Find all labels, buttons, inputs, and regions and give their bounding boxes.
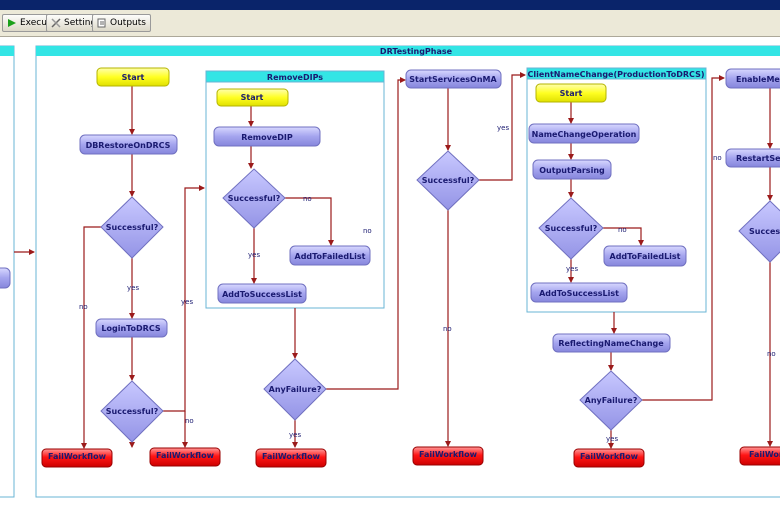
edge-label-yes: yes [127,284,139,292]
edge-label-no: no [713,154,722,162]
dbrestore-label: DBRestoreOnDRCS [86,141,171,150]
addtofailedlist-label: AddToFailedList [610,252,681,261]
failworkflow-node[interactable]: FailWorkflow [412,446,484,466]
removedip-node[interactable]: RemoveDIP [213,126,321,147]
edge-label-yes: yes [497,124,509,132]
edge-label-no: no [79,303,88,311]
toolbar: Execute Settings Outputs [0,10,780,37]
execute-label: Execute [20,18,56,28]
edge-label-yes: yes [248,251,260,259]
failworkflow-label: FailWorkflow [48,452,107,461]
clientnamechange-title: ClientNameChange(ProductionToDRCS) [528,70,705,79]
outputs-icon [97,18,107,28]
failworkflow-label: FailWorkflow [262,452,321,461]
decision-label: Successful? [228,194,281,203]
edge-label-no: no [767,350,776,358]
outputparsing-label: OutputParsing [539,166,605,175]
edge-label-yes: yes [289,431,301,439]
phase-title: DRTestingPhase [380,47,453,56]
edge-label-yes: yes [566,265,578,273]
decision-anyfailure-cnc[interactable]: AnyFailure? [579,370,643,431]
addtosuccesslist-label: AddToSuccessList [539,289,619,298]
enablemedia-label: EnableMedi [736,75,780,84]
addtosuccesslist-node-cnc[interactable]: AddToSuccessList [530,282,628,303]
failworkflow-label: FailWorkflow [156,451,215,460]
edge-label-no: no [303,195,312,203]
decision-anyfailure[interactable]: AnyFailure? [263,358,327,421]
edge-label-no: no [618,226,627,234]
enablemedia-node[interactable]: EnableMedi [725,68,780,89]
workflow-diagram: DRTestingPhase RemoveDIPs ClientNameChan… [0,45,780,498]
window-title-bar [0,0,780,10]
failworkflow-node[interactable]: FailWorkflow [149,447,221,467]
start-node-clientnamechange[interactable]: Start [535,83,607,103]
addtofailedlist-node[interactable]: AddToFailedList [289,245,371,266]
restartservices-node[interactable]: RestartServ [725,148,780,168]
edge-label-yes: yes [606,435,618,443]
addtofailedlist-node-cnc[interactable]: AddToFailedList [603,245,687,267]
settings-icon [51,18,61,28]
restartservices-label: RestartServ [736,154,780,163]
decision-label: Successful? [106,223,159,232]
login-node[interactable]: LoginToDRCS [95,318,168,338]
namechangeoperation-label: NameChangeOperation [532,130,637,139]
edge-label-yes: yes [181,298,193,306]
decision-successful[interactable]: Successful? [100,196,164,259]
login-label: LoginToDRCS [101,324,160,333]
failworkflow-node[interactable]: FailWorkflow [573,448,645,468]
failworkflow-node[interactable]: FailWorkflow [41,448,113,468]
outputparsing-node[interactable]: OutputParsing [532,159,612,180]
failworkflow-node[interactable]: FailWorkflow [255,448,327,468]
decision-label: Successful? [106,407,159,416]
decision-label: Successful? [545,224,598,233]
start-node-removedips[interactable]: Start [216,88,289,107]
decision-successful-cnc[interactable]: Successful? [538,197,604,260]
outputs-button[interactable]: Outputs [92,14,151,32]
edge-label-no: no [185,417,194,425]
reflectingnamechange-node[interactable]: ReflectingNameChange [552,333,671,353]
start-node[interactable]: Start [96,67,170,87]
dbrestore-node[interactable]: DBRestoreOnDRCS [79,134,178,155]
start-node-label: Start [560,89,583,98]
failworkflow-label: FailWorkflow [419,450,478,459]
decision-label: Successful? [422,176,475,185]
failworkflow-node-partial[interactable]: FailWorkflow [739,446,780,466]
edge-label-no: no [443,325,452,333]
start-node-label: Start [122,73,145,82]
addtosuccesslist-label: AddToSuccessList [222,290,302,299]
addtofailedlist-label: AddToFailedList [295,252,366,261]
decision-label: AnyFailure? [585,396,638,405]
workflow-edges [81,72,773,449]
removedips-title: RemoveDIPs [267,73,323,82]
namechangeoperation-node[interactable]: NameChangeOperation [528,123,640,144]
start-node-label: Start [241,93,264,102]
outputs-label: Outputs [110,18,146,28]
reflectingnamechange-label: ReflectingNameChange [558,339,664,348]
startservices-node[interactable]: StartServicesOnMA [405,69,502,89]
decision-label: Successf [749,227,780,236]
failworkflow-label: FailWorkflow [580,452,639,461]
settings-label: Settings [64,18,101,28]
decision-successful-login[interactable]: Successful? [100,380,164,443]
previous-phase-container [0,45,15,498]
edge-labels: no yes yes no no no yes yes yes no no ye… [79,124,776,443]
decision-successful-removedip[interactable]: Successful? [222,168,286,229]
clientnamechange-container: ClientNameChange(ProductionToDRCS) [526,67,707,313]
decision-successful-restart[interactable]: Successf [738,200,780,263]
play-icon [7,18,17,28]
removedip-label: RemoveDIP [241,133,293,142]
workflow-canvas: DRTestingPhase RemoveDIPs ClientNameChan… [0,37,780,516]
addtosuccesslist-node[interactable]: AddToSuccessList [217,283,307,304]
edge-label-no: no [363,227,372,235]
decision-successful-services[interactable]: Successful? [416,150,480,211]
failworkflow-label: FailWorkflow [749,450,780,459]
startservices-label: StartServicesOnMA [409,75,497,84]
decision-label: AnyFailure? [269,385,322,394]
